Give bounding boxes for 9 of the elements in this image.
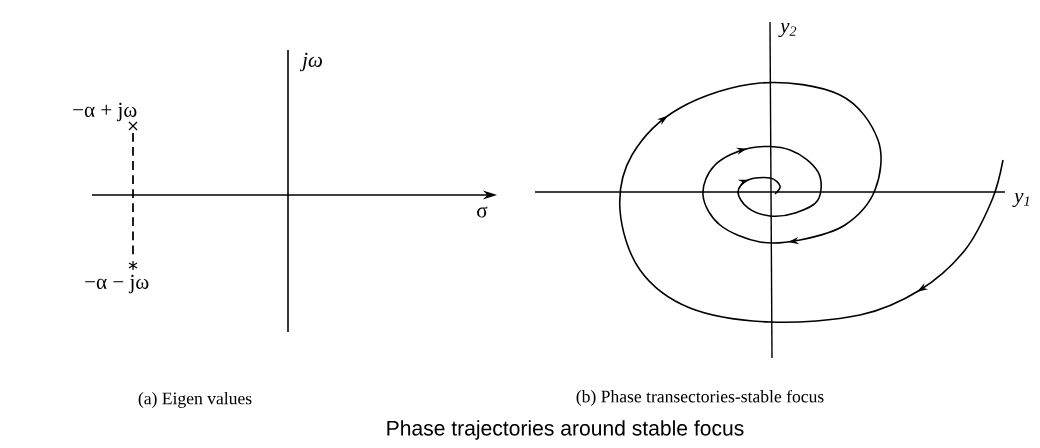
- label-text: −α − jω: [85, 274, 149, 294]
- label-text: σ: [477, 206, 488, 218]
- caption: Phase trajectories around stable focus: [387, 420, 744, 440]
- figure-caption: (a) Eigen values: [138, 392, 252, 408]
- label-text: y$_{2}$: [778, 22, 797, 38]
- figure-caption: (b) Phase transectories-stable focus: [576, 389, 824, 407]
- label-text: jω: [299, 52, 322, 72]
- label-text: −α + jω: [73, 102, 137, 122]
- label-text: y$_{1}$: [1012, 192, 1029, 208]
